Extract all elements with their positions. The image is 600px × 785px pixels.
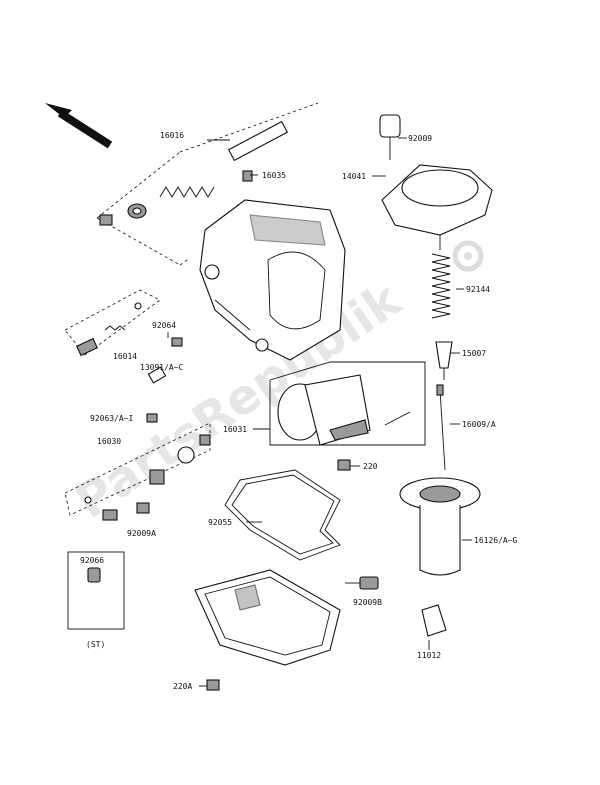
label-92009b: 92009B — [353, 598, 382, 607]
part-labels: 16016 16035 92009 14041 92144 92064 1601… — [80, 131, 518, 691]
label-11012: 11012 — [417, 651, 441, 660]
label-92064: 92064 — [152, 321, 176, 330]
label-92063: 92063/A~I — [90, 414, 134, 423]
label-16009: 16009/A — [462, 420, 496, 429]
label-92066: 92066 — [80, 556, 104, 565]
screw-220 — [337, 459, 351, 471]
cap-11012 — [421, 604, 447, 637]
label-16031: 16031 — [223, 425, 247, 434]
label-13091: 13091/A~C — [140, 363, 184, 372]
needle-holder — [435, 341, 453, 380]
part-92064 — [171, 337, 183, 347]
label-220a: 220A — [173, 682, 192, 691]
spring — [431, 253, 451, 319]
group-16014 — [64, 289, 161, 357]
float-bowl — [194, 569, 341, 691]
label-92055: 92055 — [208, 518, 232, 527]
label-16014: 16014 — [113, 352, 137, 361]
piston-valve — [399, 477, 481, 576]
carburetor-body — [199, 170, 346, 361]
label-16035: 16035 — [262, 171, 286, 180]
leader-lines — [167, 137, 472, 687]
top-cover — [379, 114, 493, 250]
part-92063 — [146, 413, 158, 423]
label-15007: 15007 — [462, 349, 486, 358]
watermark-gear-icon — [452, 240, 484, 272]
group-92066 — [67, 551, 125, 630]
jet-needle — [436, 384, 446, 471]
gasket — [224, 469, 341, 561]
group-16030 — [64, 422, 211, 521]
label-92009a: 92009A — [127, 529, 156, 538]
label-16016: 16016 — [160, 131, 184, 140]
label-st: (ST) — [86, 640, 105, 649]
part-13091 — [147, 366, 167, 384]
label-16030: 16030 — [97, 437, 121, 446]
group-16031 — [269, 361, 426, 446]
label-220: 220 — [363, 462, 378, 471]
label-16126: 16126/A~G — [474, 536, 518, 545]
label-92144: 92144 — [466, 285, 490, 294]
front-arrow-icon — [45, 103, 113, 149]
label-92009: 92009 — [408, 134, 432, 143]
label-14041: 14041 — [342, 172, 366, 181]
screw-92009b — [345, 576, 379, 590]
group-16016 — [96, 102, 319, 266]
